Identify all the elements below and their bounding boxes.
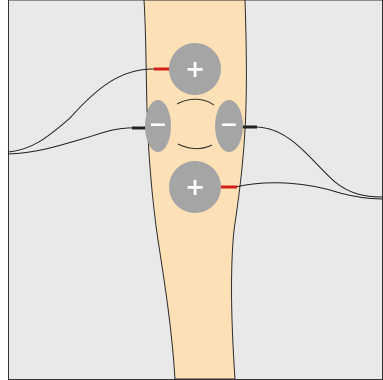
electrode-right-negative: − — [215, 100, 243, 152]
electrode-upper-positive: + — [169, 43, 221, 95]
plus-icon: + — [185, 55, 205, 83]
connector-lower-positive — [219, 186, 237, 189]
plus-icon: + — [185, 173, 205, 201]
minus-icon: − — [220, 113, 238, 138]
connector-upper-positive — [154, 68, 170, 71]
electrode-left-negative: − — [145, 100, 171, 152]
connector-right-negative — [241, 126, 257, 129]
minus-icon: − — [149, 113, 167, 138]
electrode-lower-positive: + — [169, 161, 221, 213]
